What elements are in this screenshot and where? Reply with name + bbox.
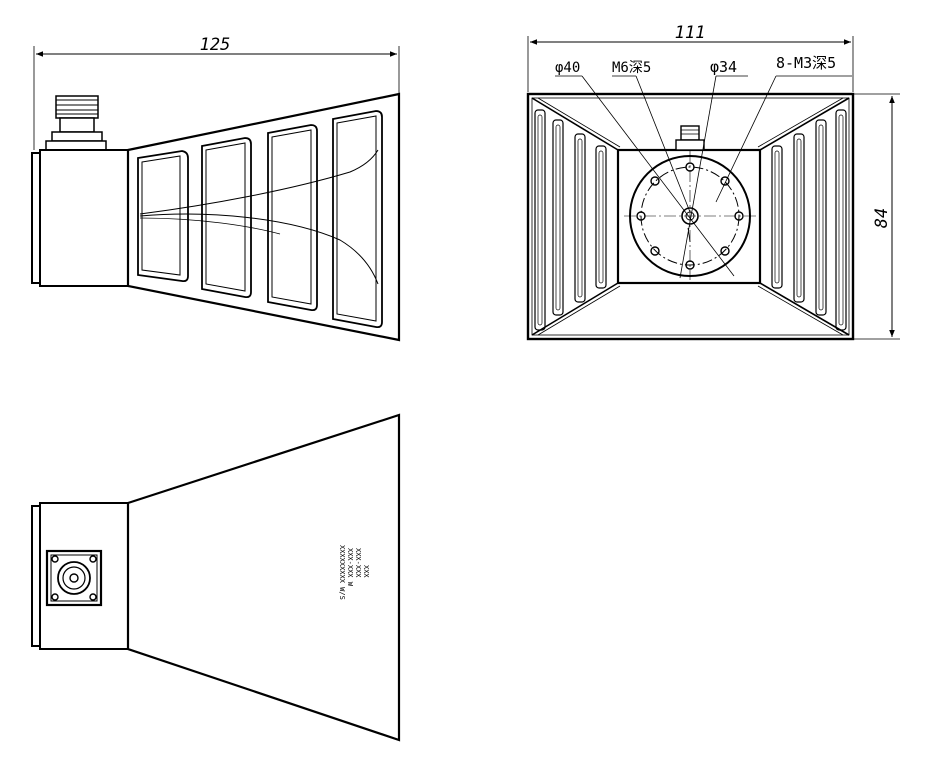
dimension-height: 84 bbox=[853, 93, 900, 340]
horn-flare-top bbox=[126, 413, 401, 742]
connector-face bbox=[45, 549, 103, 607]
horn-flare bbox=[126, 92, 401, 342]
mounting-flange bbox=[624, 150, 756, 280]
dimension-height-label: 84 bbox=[872, 208, 892, 228]
front-view: 111 84 bbox=[526, 23, 900, 341]
leader-lines bbox=[555, 75, 852, 279]
dimension-width-label: 111 bbox=[675, 23, 706, 43]
label-line-3: XXX-XXX bbox=[354, 548, 362, 578]
label-line-2: XXX-XXX W bbox=[346, 548, 354, 587]
side-slots-left bbox=[534, 109, 607, 331]
label-line-4: XXX bbox=[362, 565, 370, 578]
m3-mount-holes bbox=[636, 162, 744, 270]
top-view: XXXXXXXXX W/S XXX-XXX W XXX-XXX XXX bbox=[31, 413, 401, 742]
callout-phi40: φ40 bbox=[555, 60, 580, 76]
dimension-width: 111 bbox=[527, 23, 854, 92]
waveguide-body bbox=[31, 149, 129, 287]
n-type-connector bbox=[45, 95, 107, 152]
callout-phi34: φ34 bbox=[710, 58, 737, 76]
label-line-1: XXXXXXXXX W/S bbox=[338, 545, 346, 600]
callout-m3-holes: 8-M3深5 bbox=[776, 54, 836, 72]
dimension-length-label: 125 bbox=[200, 35, 231, 55]
callout-m6-thread: M6深5 bbox=[612, 60, 651, 76]
side-slots-right bbox=[771, 109, 847, 331]
dimension-length: 125 bbox=[33, 35, 400, 150]
side-view: 125 bbox=[31, 35, 401, 342]
product-label: XXXXXXXXX W/S XXX-XXX W XXX-XXX XXX bbox=[338, 545, 370, 600]
